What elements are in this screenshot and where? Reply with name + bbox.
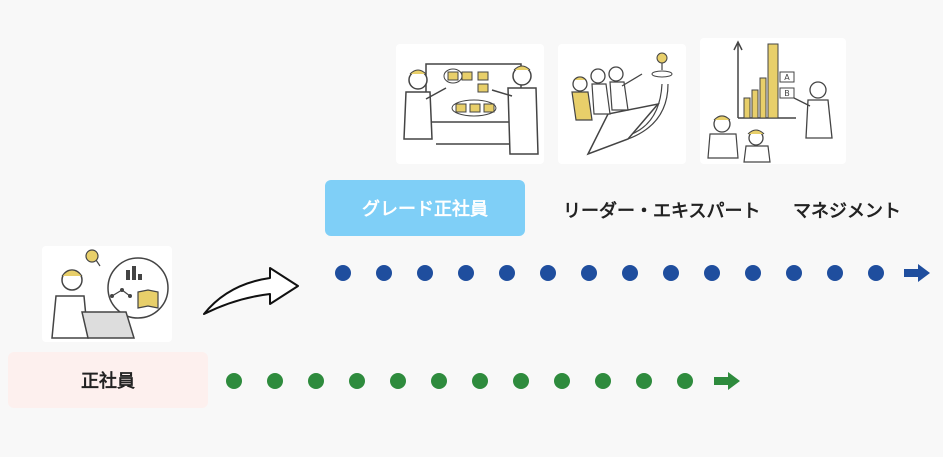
track-dot bbox=[308, 373, 324, 389]
employee-laptop-illustration bbox=[42, 246, 172, 342]
track-dot bbox=[663, 265, 679, 281]
track-dot bbox=[472, 373, 488, 389]
track-dot bbox=[390, 373, 406, 389]
management-chart-illustration: A B bbox=[700, 38, 846, 164]
track-dot bbox=[540, 265, 556, 281]
track-dot bbox=[499, 265, 515, 281]
track-dot bbox=[581, 265, 597, 281]
svg-text:B: B bbox=[784, 89, 790, 98]
track-dot bbox=[636, 373, 652, 389]
regular-employee-label: 正社員 bbox=[8, 352, 208, 408]
track-dot bbox=[745, 265, 761, 281]
track-dot bbox=[267, 373, 283, 389]
management-label: マネジメント bbox=[793, 201, 901, 222]
grade-employee-text: グレード正社員 bbox=[362, 199, 488, 220]
curved-up-arrow-icon bbox=[200, 254, 304, 318]
regular-employee-text: 正社員 bbox=[81, 371, 135, 392]
track-arrow-icon bbox=[714, 372, 740, 390]
leader-expert-label: リーダー・エキスパート bbox=[563, 201, 761, 222]
track-dot bbox=[554, 373, 570, 389]
track-dot bbox=[595, 373, 611, 389]
track-dot bbox=[417, 265, 433, 281]
track-dot bbox=[458, 265, 474, 281]
track-dot bbox=[335, 265, 351, 281]
track-dot bbox=[431, 373, 447, 389]
leader-rocket-illustration bbox=[558, 44, 686, 164]
track-dot bbox=[827, 265, 843, 281]
track-dot bbox=[677, 373, 693, 389]
track-dot bbox=[868, 265, 884, 281]
track-dot bbox=[226, 373, 242, 389]
team-whiteboard-illustration bbox=[396, 44, 544, 164]
track-dot bbox=[786, 265, 802, 281]
track-arrow-icon bbox=[904, 264, 930, 282]
track-dot bbox=[622, 265, 638, 281]
grade-employee-label: グレード正社員 bbox=[325, 180, 525, 236]
track-dot bbox=[704, 265, 720, 281]
track-dot bbox=[513, 373, 529, 389]
svg-text:A: A bbox=[784, 73, 790, 82]
track-dot bbox=[376, 265, 392, 281]
track-dot bbox=[349, 373, 365, 389]
